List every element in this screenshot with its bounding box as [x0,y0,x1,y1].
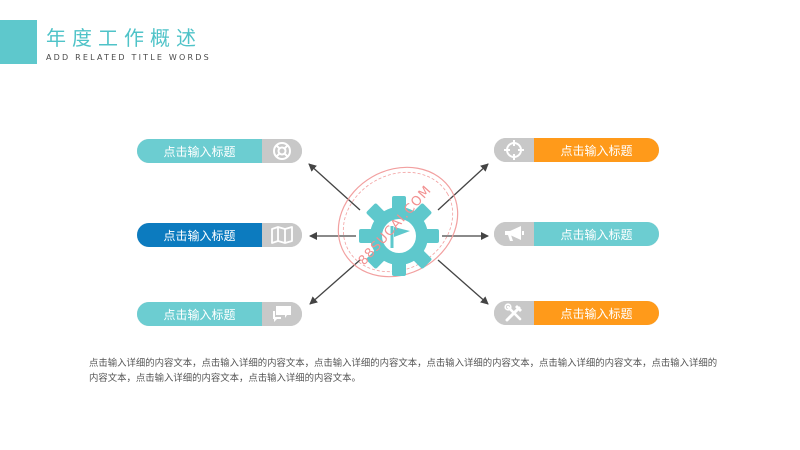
tools-icon [494,301,534,325]
gear-tooth [392,196,406,210]
body-text: 点击输入详细的内容文本，点击输入详细的内容文本，点击输入详细的内容文本，点击输入… [89,358,718,384]
topic-pill-bottom-left[interactable]: 点击输入标题 [137,302,302,326]
topic-label: 点击输入标题 [534,301,659,325]
topic-label: 点击输入标题 [137,139,262,163]
page-title: 年度工作概述 [46,26,202,50]
topic-pill-mid-right[interactable]: 点击输入标题 [494,222,659,246]
gear-tooth [366,250,385,269]
connector-top-right [437,163,489,211]
map-icon [262,223,302,247]
gear-tooth [413,203,432,222]
target-icon [494,138,534,162]
gear-tooth [392,262,406,276]
connector-top-left [308,163,361,211]
connector-bottom-left [309,259,361,305]
topic-pill-top-right[interactable]: 点击输入标题 [494,138,659,162]
lifebuoy-icon [262,139,302,163]
topic-label: 点击输入标题 [534,222,659,246]
gear-tooth [359,229,373,243]
topic-label: 点击输入标题 [137,223,262,247]
topic-label: 点击输入标题 [137,302,262,326]
topic-label: 点击输入标题 [534,138,659,162]
topic-pill-mid-left[interactable]: 点击输入标题 [137,223,302,247]
hub-flag-icon [390,226,410,248]
topic-pill-top-left[interactable]: 点击输入标题 [137,139,302,163]
gear-tooth [413,250,432,269]
chat-icon [262,302,302,326]
title-accent-block [0,20,37,64]
page-subtitle: ADD RELATED TITLE WORDS [46,53,211,62]
gear-tooth [425,229,439,243]
topic-pill-bottom-right[interactable]: 点击输入标题 [494,301,659,325]
megaphone-icon [494,222,534,246]
connector-bottom-right [437,259,489,305]
gear-tooth [366,203,385,222]
